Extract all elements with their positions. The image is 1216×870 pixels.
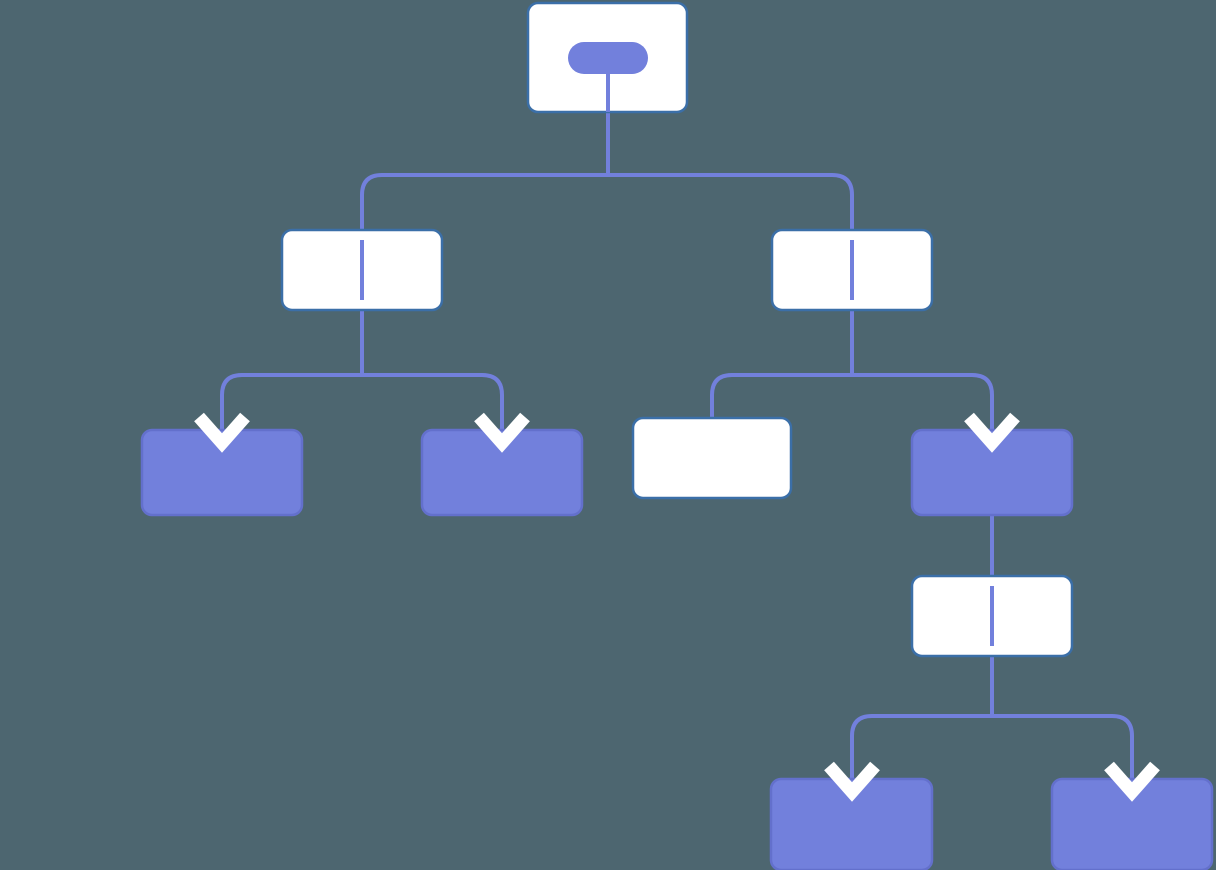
arrow-marker-leaf-2	[474, 412, 530, 453]
node-leaf-3[interactable]	[631, 416, 793, 500]
node-leaf-1[interactable]	[140, 428, 304, 517]
root-redaction-pill	[568, 42, 648, 74]
edge-branch-left-to-leaf-2	[362, 373, 504, 432]
arrow-marker-layer	[194, 412, 1160, 802]
edge-sub-branch-to-leaf-6	[992, 714, 1134, 781]
passthrough-overlay-layer	[360, 58, 994, 646]
node-leaf-6[interactable]	[1050, 777, 1214, 870]
arrow-marker-leaf-5	[824, 761, 880, 802]
edge-root-to-branch-left	[360, 173, 608, 230]
edge-sub-branch-to-leaf-5	[850, 714, 992, 781]
node-leaf-2[interactable]	[420, 428, 584, 517]
arrow-marker-leaf-1	[194, 412, 250, 453]
arrow-marker-leaf-6	[1104, 761, 1160, 802]
node-leaf-4[interactable]	[910, 428, 1074, 517]
arrow-marker-leaf-4	[964, 412, 1020, 453]
edge-branch-right-to-leaf-3	[710, 373, 852, 420]
edge-branch-left-to-leaf-1	[220, 373, 362, 432]
edge-root-to-branch-right	[608, 173, 854, 230]
node-layer	[140, 1, 1214, 870]
node-leaf-5[interactable]	[769, 777, 934, 870]
edge-branch-right-to-leaf-4	[852, 373, 994, 432]
